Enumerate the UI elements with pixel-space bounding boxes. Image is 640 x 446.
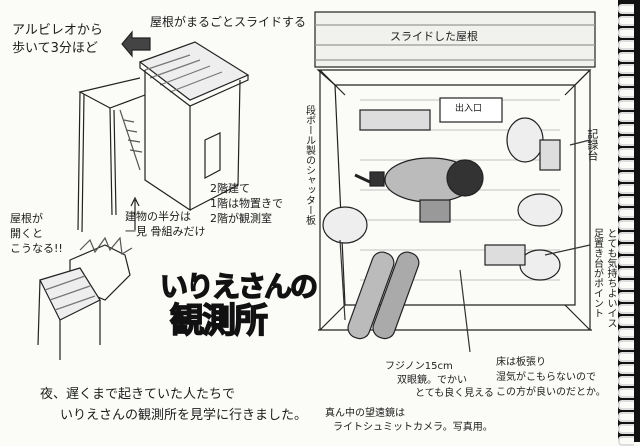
leader-lines [459,139,591,353]
binding-ring [618,4,634,14]
binocular-note: フジノン15cm 双眼鏡。でかい とても良く見える [385,360,494,401]
note-line: 1階は物置きで [210,196,283,210]
note-line: 開くと [10,226,43,240]
note-line: フジノン15cm [385,361,453,372]
chair-note: とても気持ちよいイス 足置き台がポイント [590,228,617,328]
binding-ring [618,388,634,398]
binding-ring [618,172,634,182]
binding-ring [618,352,634,362]
binding-ring [618,112,634,122]
binding-ring [618,340,634,350]
distance-note: アルビレオから 歩いて3分ほど [12,22,103,57]
title-line: 観測所 [169,300,269,341]
floors-note: 2階建て 1階は物置きで 2階が観測室 [210,182,283,227]
binding-ring [618,136,634,146]
note-line: 真ん中の望遠鏡は [325,408,405,419]
binding-ring [618,232,634,242]
binding-ring [618,160,634,170]
binding-ring [618,208,634,218]
note-line: ライトシュミットカメラ。写真用。 [333,421,493,433]
binding-ring [618,148,634,158]
caption-line: 夜、遅くまで起きていた人たちで [40,387,236,402]
binding-ring [618,28,634,38]
binding-ring [618,316,634,326]
note-line: 一見 骨組みだけ [125,224,206,238]
caption: 夜、遅くまで起きていた人たちで いりえさんの観測所を見学に行きました。 [40,385,307,427]
telescope-note: 真ん中の望遠鏡は ライトシュミットカメラ。写真用。 [325,407,493,434]
note-line: こうなる!! [10,241,63,255]
note-line: 2階建て [210,182,250,195]
title-line: いりえさんの [159,270,319,303]
note-line: 歩いて3分ほど [12,40,98,56]
binding-ring [618,220,634,230]
note-line: この方が良いのだとか。 [496,387,606,398]
observatory-building-sketch [77,41,250,233]
binding-ring [618,412,634,422]
spiral-binding [618,0,640,446]
binding-ring [618,40,634,50]
overhead-view-sketch [314,11,596,340]
binding-ring [618,364,634,374]
note-line: 双眼鏡。でかい [397,374,467,386]
slide-arrow-icon [121,30,151,58]
note-line: 屋根が [10,212,43,225]
binding-ring [618,328,634,338]
frame-arrow [130,196,140,230]
note-line: 足置き台がポイント [591,228,603,318]
binding-ring [618,88,634,98]
binding-ring [618,52,634,62]
record-table-note: 記録台 [585,128,599,161]
binding-ring [618,424,634,434]
note-line: とても良く見える [415,388,494,399]
binding-ring [618,100,634,110]
binding-ring [618,196,634,206]
binding-ring [618,64,634,74]
binding-ring [618,304,634,314]
slid-roof-label: スライドした屋根 [390,30,478,43]
open-roof-sketch [37,236,133,360]
binocular-leader-line [339,239,346,321]
binding-ring [618,268,634,278]
binding-ring [618,256,634,266]
entrance-label: 出入口 [455,104,483,114]
floor-note: 床は板張り 湿気がこもらないので この方が良いのだとか。 [496,355,606,400]
binding-ring [618,76,634,86]
shutter-note: 段ボール製のシャッター板 [303,105,315,225]
note-line: 建物の半分は [125,210,191,223]
note-line: 床は板張り [496,357,546,368]
binding-ring [618,376,634,386]
binding-ring [618,400,634,410]
page-title: いりえさんの 観測所 [159,270,319,341]
roof-open-note: 屋根が 開くと こうなる!! [10,212,63,257]
binding-ring [618,436,634,446]
note-line: アルビレオから [12,23,103,38]
binding-ring [618,244,634,254]
frame-note: 建物の半分は 一見 骨組みだけ [125,210,206,240]
binding-ring [618,292,634,302]
caption-line: いりえさんの観測所を見学に行きました。 [60,407,308,423]
binding-ring [618,124,634,134]
note-line: とても気持ちよいイス [605,228,616,328]
roof-slide-note: 屋根がまるごとスライドする [150,15,307,29]
note-line: 湿気がこもらないので [496,372,596,383]
binding-ring [618,16,634,26]
binding-ring [618,184,634,194]
note-line: 2階が観測室 [210,211,272,225]
binding-ring [618,280,634,290]
